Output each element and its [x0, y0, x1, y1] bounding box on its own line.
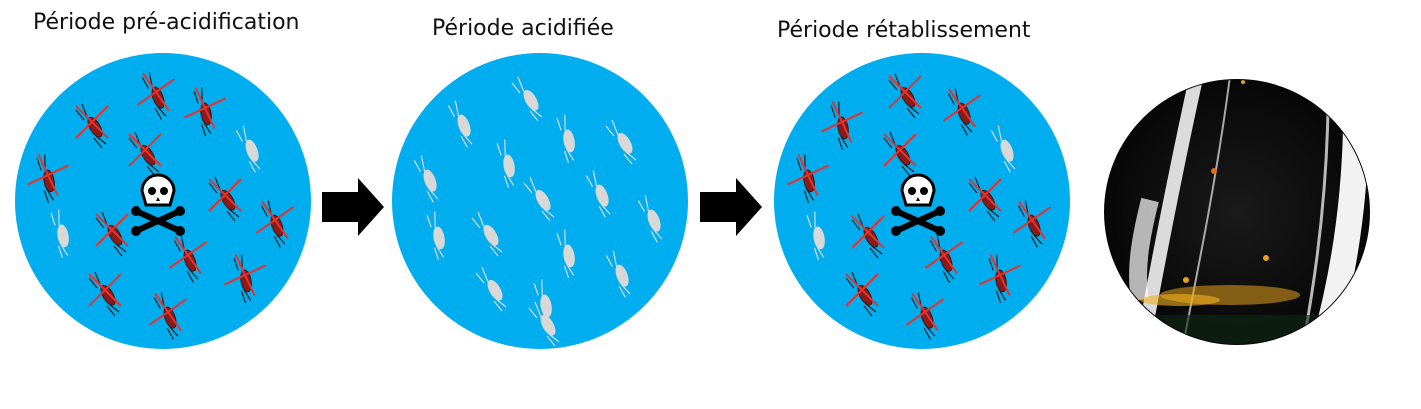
dead-copepod-icon	[883, 131, 917, 177]
cross-mark-icon	[787, 154, 829, 196]
dead-copepod-icon	[75, 103, 109, 149]
dead-copepod-icon	[888, 73, 922, 119]
copepod-group	[23, 70, 295, 341]
dead-copepod-icon	[783, 152, 829, 205]
cross-mark-icon	[95, 213, 129, 247]
cross-mark-icon	[979, 254, 1021, 296]
cross-mark-icon	[27, 154, 69, 196]
right-arrow-icon	[700, 178, 762, 236]
panel-title-pre-acidification: Période pré-acidification	[33, 10, 300, 35]
dead-copepod-icon	[95, 211, 129, 257]
cross-mark-icon	[184, 87, 226, 129]
panel-recovery	[774, 53, 1070, 349]
panel-title-recovery: Période rétablissement	[777, 18, 1031, 43]
cross-mark-icon	[136, 72, 176, 112]
dead-copepod-icon	[147, 290, 188, 341]
cross-mark-icon	[924, 235, 964, 275]
cross-mark-icon	[883, 133, 917, 167]
dead-copepod-icon	[220, 252, 266, 305]
dead-copepod-icon	[180, 85, 226, 138]
cross-mark-icon	[888, 75, 922, 109]
skull-crossbones-icon	[891, 173, 945, 236]
right-arrow-icon	[322, 178, 384, 236]
dead-copepod-icon	[904, 290, 945, 341]
dead-copepod-icon	[135, 70, 176, 121]
dead-copepod-icon	[128, 131, 162, 177]
dead-copepod-icon	[167, 233, 208, 284]
dead-copepod-icon	[968, 176, 1002, 222]
microscope-photo	[1104, 79, 1370, 345]
dead-copepod-icon	[817, 99, 863, 152]
cross-mark-icon	[128, 133, 162, 167]
dead-copepod-icon	[851, 213, 885, 259]
dead-copepod-icon	[208, 176, 242, 222]
cross-mark-icon	[821, 101, 863, 143]
cross-mark-icon	[224, 254, 266, 296]
dead-copepod-icon	[923, 233, 964, 284]
cross-mark-icon	[968, 178, 1002, 212]
dead-copepod-icon	[845, 271, 879, 317]
dead-copepod-icon	[941, 86, 982, 137]
cross-mark-icon	[845, 273, 879, 307]
panel-pre-acidification	[15, 53, 311, 349]
dead-copepod-icon	[1011, 198, 1052, 249]
panel-title-acidified: Période acidifiée	[432, 16, 614, 41]
copepod-group	[783, 73, 1052, 341]
dead-copepod-icon	[23, 152, 69, 205]
cross-mark-icon	[148, 292, 188, 332]
dead-copepod-icon	[88, 271, 122, 317]
cross-mark-icon	[88, 273, 122, 307]
cross-mark-icon	[1012, 200, 1052, 240]
cross-mark-icon	[942, 88, 982, 128]
cross-mark-icon	[255, 200, 295, 240]
cross-mark-icon	[905, 292, 945, 332]
cross-mark-icon	[168, 235, 208, 275]
dead-copepod-icon	[975, 252, 1021, 305]
skull-crossbones-icon	[131, 173, 185, 236]
cross-mark-icon	[851, 215, 885, 249]
panel-acidified	[392, 53, 688, 349]
dead-copepod-icon	[254, 198, 295, 249]
cross-mark-icon	[75, 105, 109, 139]
cross-mark-icon	[208, 178, 242, 212]
